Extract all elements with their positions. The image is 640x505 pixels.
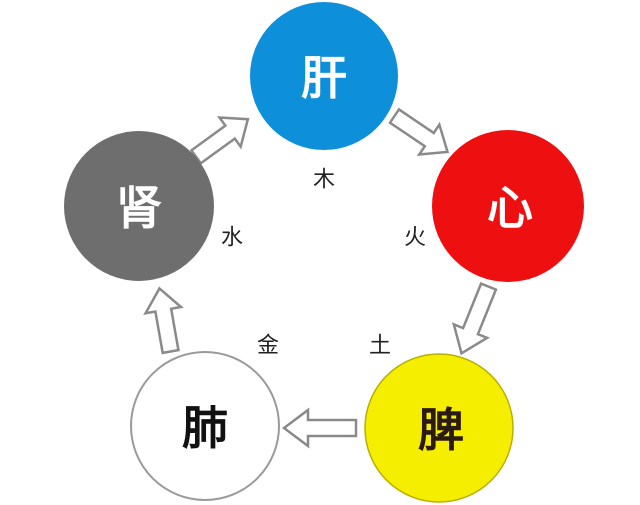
arrow-lung-to-kidney [143, 286, 184, 355]
liver-circle [250, 2, 398, 150]
element-water-label: 水 [221, 226, 243, 251]
lung-circle [130, 351, 280, 501]
arrow-kidney-to-liver [189, 116, 250, 166]
heart-circle [432, 130, 584, 282]
organ-lung: 肺 [130, 351, 280, 501]
kidney-label: 肾 [116, 181, 162, 235]
organ-spleen: 脾 [364, 353, 514, 503]
kidney-circle [64, 131, 214, 281]
arrow-heart-to-spleen [451, 281, 498, 356]
heart-label: 心 [487, 181, 533, 235]
element-metal-label: 金 [257, 334, 279, 359]
spleen-label: 脾 [418, 403, 464, 457]
organ-liver: 肝 [250, 2, 398, 150]
organ-kidney: 肾 [64, 131, 214, 281]
arrow-liver-to-heart [388, 107, 450, 157]
arrow-spleen-to-lung [281, 407, 358, 449]
lung-label: 肺 [182, 401, 228, 455]
organ-heart: 心 [432, 130, 584, 282]
liver-label: 肝 [301, 51, 347, 105]
spleen-circle [364, 353, 514, 503]
element-wood-label: 木 [313, 168, 335, 193]
element-earth-label: 土 [369, 334, 391, 359]
element-fire-label: 火 [404, 226, 426, 251]
